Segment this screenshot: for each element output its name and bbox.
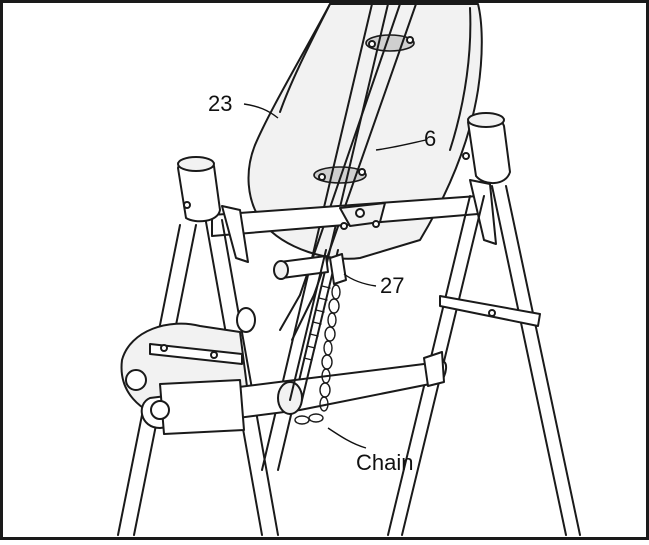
- leader-27: [343, 273, 377, 287]
- callout-27: 27: [380, 273, 404, 298]
- backrest: [247, 3, 483, 260]
- leader-chain: [327, 427, 367, 449]
- callout-chain: Chain: [356, 450, 413, 475]
- callout-6: 6: [424, 126, 436, 151]
- right-pivot-housing: [462, 112, 511, 245]
- leader-6: [375, 139, 427, 151]
- left-pivot-housing: [177, 156, 249, 263]
- cross-bar: [211, 195, 479, 237]
- leader-23: [243, 103, 279, 119]
- mounting-slot-lower: [313, 166, 367, 184]
- chain: [294, 253, 347, 425]
- callout-23: 23: [208, 91, 232, 116]
- pivot-pin: [273, 255, 329, 280]
- ankle-assembly: [120, 307, 447, 435]
